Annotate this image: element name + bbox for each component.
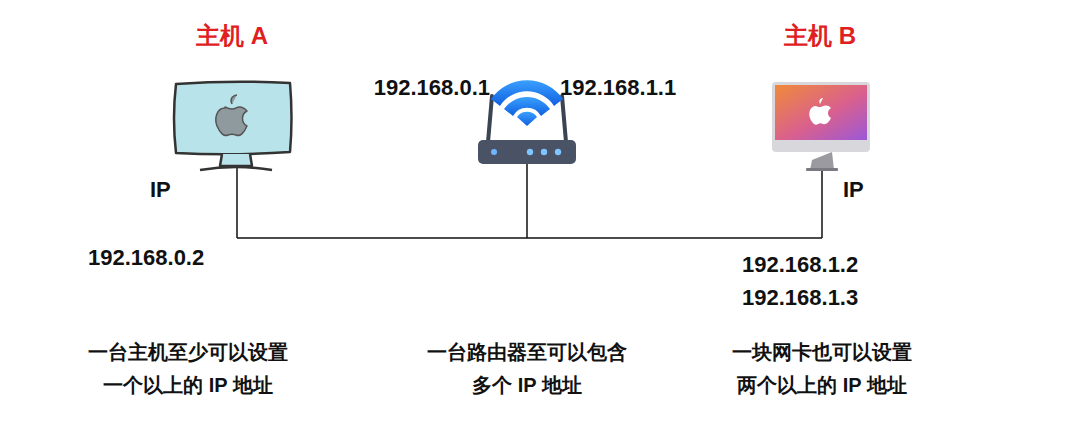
- host-a-monitor: [174, 82, 292, 170]
- caption-note: 一块网卡也可以设置 两个以上的 IP 地址: [726, 336, 918, 402]
- ip-tag: IP: [843, 177, 864, 203]
- network-wire: [237, 164, 822, 238]
- caption-note: 一台主机至少可以设置 一个以上的 IP 地址: [84, 336, 292, 402]
- ip-address: 192.168.1.1: [560, 75, 676, 101]
- ip-address: 192.168.0.1: [374, 75, 490, 101]
- caption-note: 一台路由器至可以包含 多个 IP 地址: [423, 336, 631, 402]
- ip-tag: IP: [150, 177, 171, 203]
- ip-address: 192.168.1.2: [742, 252, 858, 278]
- host-title: 主机 A: [196, 22, 268, 51]
- host-b-imac: [772, 82, 870, 171]
- ip-address: 192.168.1.3: [742, 285, 858, 311]
- ip-address: 192.168.0.2: [88, 245, 204, 271]
- host-title: 主机 B: [784, 22, 856, 51]
